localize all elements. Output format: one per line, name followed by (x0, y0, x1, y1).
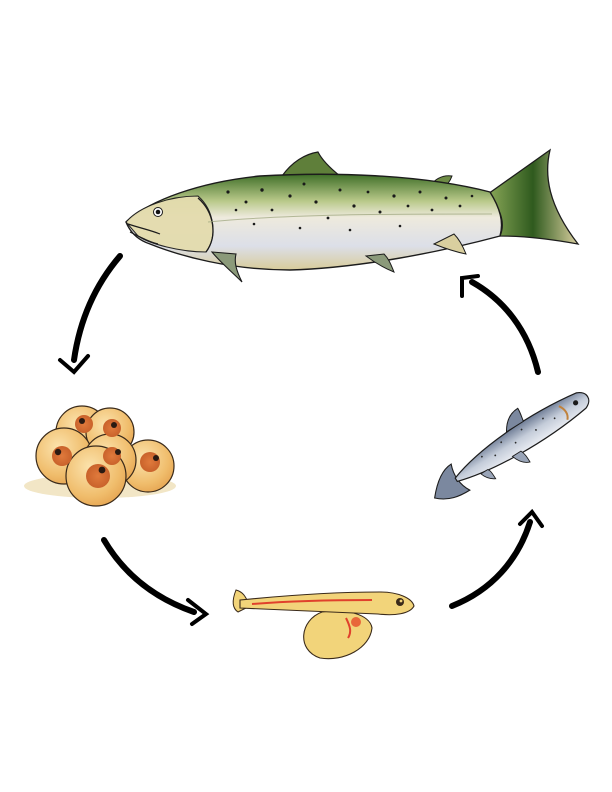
cycle-arrows (58, 253, 544, 626)
juvenile-salmon-icon (434, 392, 590, 500)
salmon-eggs-icon (24, 405, 176, 507)
arrow-eggs-to-alevin (101, 537, 197, 615)
arrow-adult-to-eggs (71, 253, 123, 363)
arrow-adult-to-eggs-head (58, 354, 90, 375)
arrow-juvenile-to-adult-head (460, 274, 480, 298)
arrow-alevin-to-juvenile-head (518, 508, 544, 528)
arrow-alevin-to-juvenile (449, 519, 533, 609)
adult-salmon-icon (125, 148, 580, 283)
arrow-juvenile-to-adult (469, 279, 541, 375)
alevin-icon (232, 589, 415, 660)
arrow-eggs-to-alevin-head (186, 598, 210, 626)
